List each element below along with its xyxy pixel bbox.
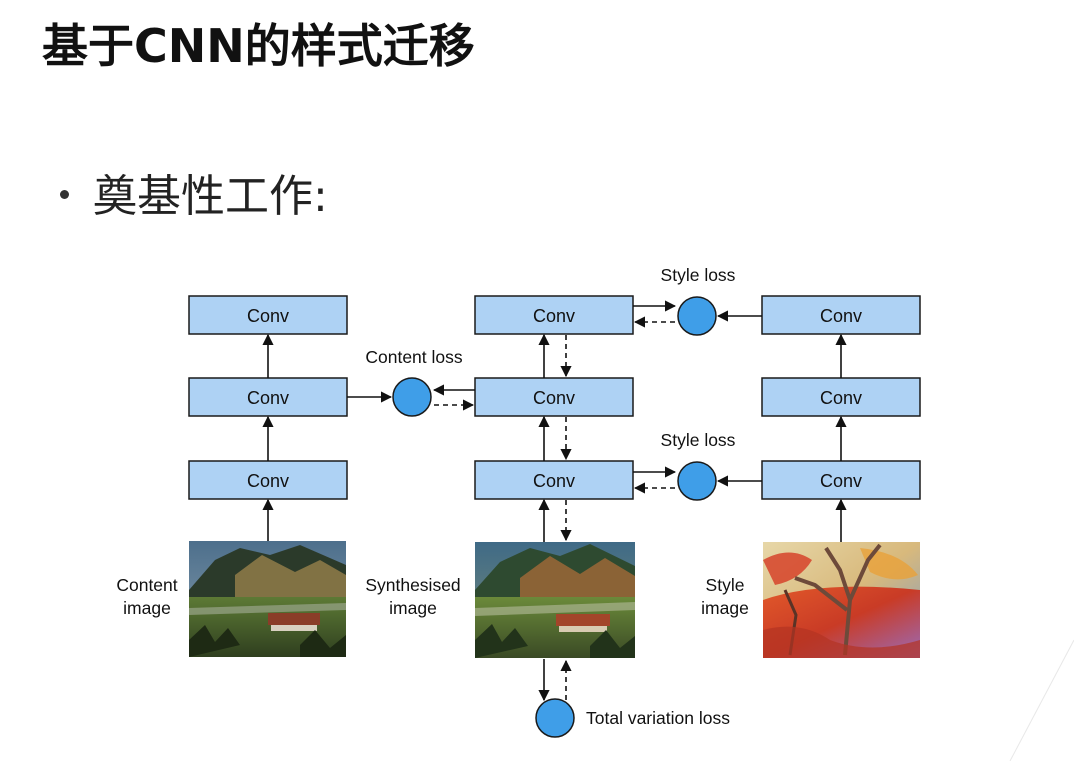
content-conv-bottom: Conv [188, 460, 348, 500]
content-image-label-line2: image [123, 598, 171, 618]
content-loss-label: Content loss [365, 347, 463, 367]
style-loss-top-label: Style loss [661, 265, 736, 285]
style-conv-top: Conv [761, 295, 921, 335]
style-image-label-line1: Style [706, 575, 745, 595]
content-loss-node [392, 377, 432, 417]
conv-label: Conv [247, 471, 289, 491]
conv-label: Conv [247, 388, 289, 408]
synthesised-image-label-line2: image [389, 598, 437, 618]
synth-conv-bottom: Conv [474, 460, 634, 500]
content-image-label-line1: Content [116, 575, 177, 595]
bullet-item: 奠基性工作: [60, 160, 328, 224]
style-image [763, 542, 920, 658]
conv-label: Conv [820, 306, 862, 326]
style-image-label-line2: image [701, 598, 749, 618]
style-loss-top-node [677, 296, 717, 336]
total-variation-loss-node [535, 698, 575, 738]
bullet-dot-icon [60, 189, 69, 199]
decorative-line [1009, 639, 1074, 761]
conv-label: Conv [533, 388, 575, 408]
content-conv-mid: Conv [188, 377, 348, 417]
total-variation-loss-label: Total variation loss [586, 708, 730, 728]
slide-title: 基于CNN的样式迁移 [42, 19, 475, 73]
bullet-text: 奠基性工作: [93, 171, 328, 222]
style-conv-bottom: Conv [761, 460, 921, 500]
conv-label: Conv [533, 306, 575, 326]
style-loss-bottom-label: Style loss [661, 430, 736, 450]
conv-label: Conv [820, 388, 862, 408]
conv-label: Conv [247, 306, 289, 326]
synthesised-image-label-line1: Synthesised [365, 575, 460, 595]
synthesised-image [475, 542, 635, 658]
style-conv-mid: Conv [761, 377, 921, 417]
content-conv-top: Conv [188, 295, 348, 335]
conv-label: Conv [533, 471, 575, 491]
content-image [189, 541, 346, 657]
conv-label: Conv [820, 471, 862, 491]
synth-conv-mid: Conv [474, 377, 634, 417]
style-loss-bottom-node [677, 461, 717, 501]
synth-conv-top: Conv [474, 295, 634, 335]
